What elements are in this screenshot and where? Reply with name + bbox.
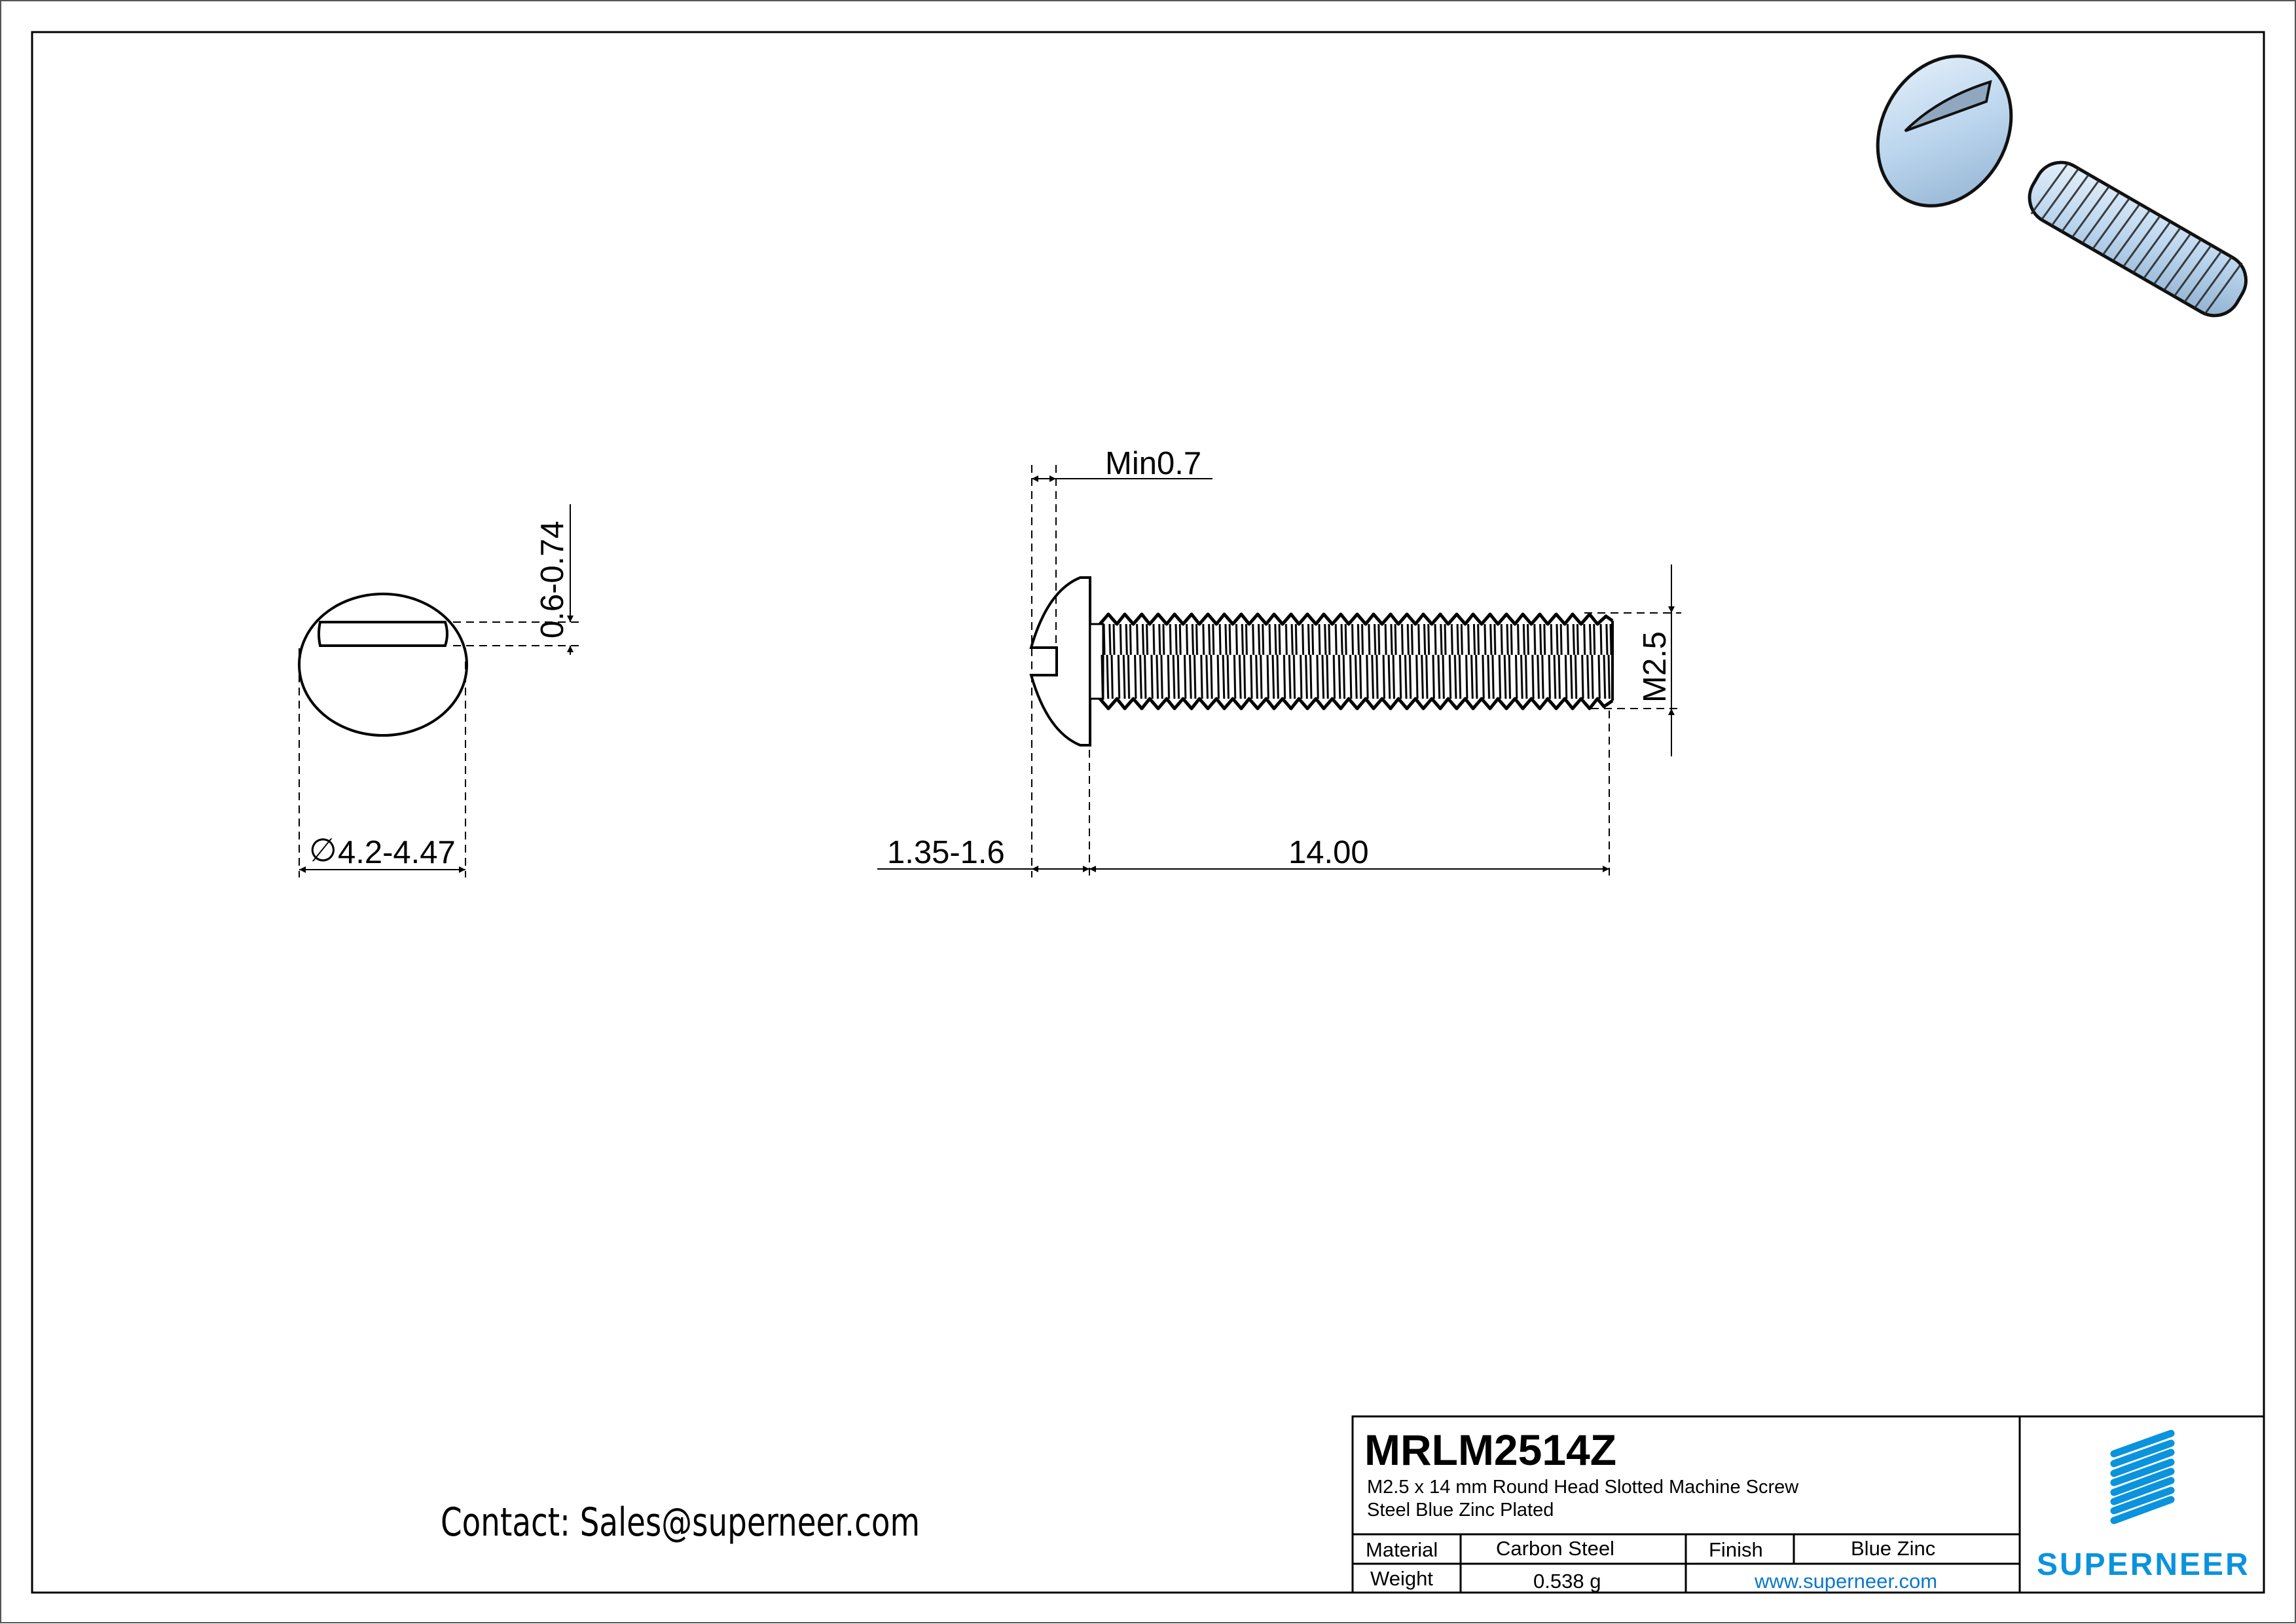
dim-length: 14.00 <box>1288 835 1369 870</box>
stripes-logo-icon <box>2110 1430 2175 1524</box>
website-link[interactable]: www.superneer.com <box>1754 1570 1937 1593</box>
drawing-frame <box>31 31 2265 1594</box>
weight-label: Weight <box>1370 1567 1433 1590</box>
head-outline <box>298 593 468 737</box>
contact-email: Contact: Sales@superneer.com <box>441 1500 920 1545</box>
top-view: 0.6-0.74 ∅ 4.2-4.47 <box>298 504 579 877</box>
finish-value: Blue Zinc <box>1851 1537 1935 1560</box>
part-description: M2.5 x 14 mm Round Head Slotted Machine … <box>1367 1477 1799 1498</box>
dim-head-height: 1.35-1.6 <box>887 835 1005 870</box>
finish-label: Finish <box>1709 1538 1763 1561</box>
svg-text:www.superneer.com: www.superneer.com <box>1754 1570 1937 1593</box>
part-finish-description: Steel Blue Zinc Plated <box>1367 1500 1554 1521</box>
material-value: Carbon Steel <box>1496 1537 1614 1560</box>
dim-slot-depth: Min0.7 <box>1105 446 1201 481</box>
thread-body <box>1100 624 1614 699</box>
diameter-icon: ∅ <box>309 833 337 868</box>
brand-name: SUPERNEER <box>2037 1547 2250 1582</box>
dim-slot-width: 0.6-0.74 <box>535 521 570 638</box>
thread-crest-bottom <box>1099 697 1614 710</box>
side-view: Min0.7 1.35-1.6 14.00 M2.5 <box>877 446 1681 877</box>
weight-value: 0.538 g <box>1533 1570 1601 1593</box>
slot-outline <box>318 621 448 647</box>
iso-screw-render <box>1876 54 2248 318</box>
screw-head-outline <box>1029 576 1091 747</box>
thread-crest-top <box>1099 612 1614 626</box>
dim-head-diameter: 4.2-4.47 <box>338 835 456 870</box>
dim-thread-size: M2.5 <box>1637 631 1673 703</box>
title-block: MRLM2514Z M2.5 x 14 mm Round Head Slotte… <box>1351 1415 2265 1594</box>
material-label: Material <box>1366 1538 1438 1561</box>
part-number: MRLM2514Z <box>1364 1426 1616 1474</box>
